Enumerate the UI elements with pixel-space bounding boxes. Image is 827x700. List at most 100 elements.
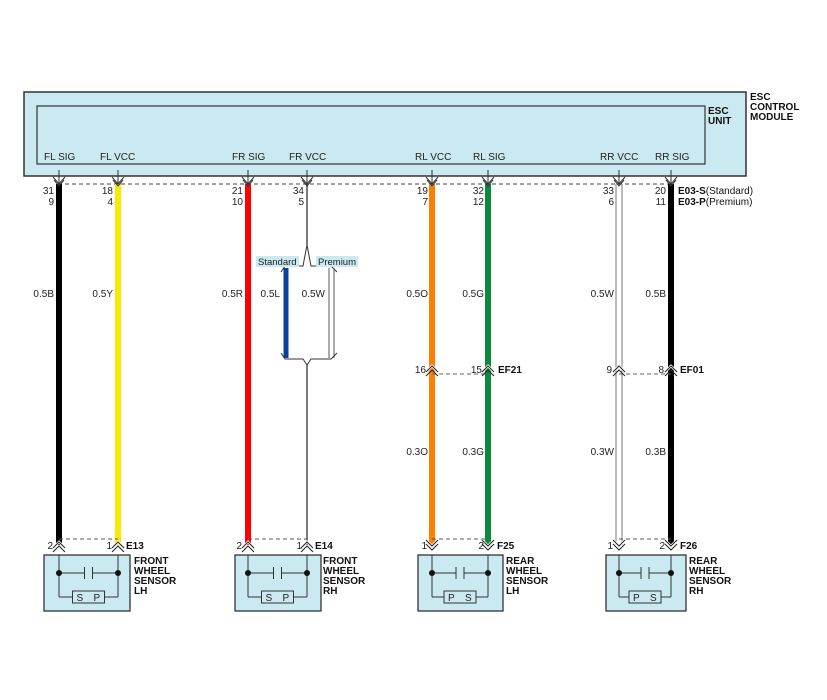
pin-num-prem-fl-sig: 9	[48, 197, 54, 208]
sensor-e13-node-left-icon	[56, 570, 62, 576]
sensor-fl-title-4: LH	[134, 586, 147, 597]
connector-ef21-left-icon	[425, 365, 439, 373]
sensor-rl-title-4: LH	[506, 586, 519, 597]
sensor-e13-terminal-box	[72, 590, 105, 604]
sensor-e13-terminal-right-label: P	[94, 593, 101, 604]
pin-label-fl-sig: FL SIG	[44, 152, 76, 163]
f25-id: F25	[497, 541, 515, 552]
sensor-e13-terminal-left-label: S	[77, 593, 84, 604]
pin-num-prem-fr-vcc: 5	[298, 197, 304, 208]
wire-label-fr-vcc-standard: 0.5L	[261, 289, 281, 300]
premium-tag: Premium	[318, 257, 356, 268]
sensor-f25-terminal-left-label: P	[448, 593, 455, 604]
pin-num-std-fl-sig: 31	[43, 186, 55, 197]
connector-e14-right-icon	[300, 541, 314, 549]
sensor-f26-terminal-left-label: P	[633, 593, 640, 604]
standard-tag-bg	[256, 256, 299, 267]
connector-f25-right-icon-2	[481, 543, 495, 551]
sensor-f25-node-left-icon	[429, 570, 435, 576]
ef21-pin-left: 16	[415, 365, 427, 376]
pin-num-std-fr-sig: 21	[232, 186, 244, 197]
pin-label-rl-vcc: RL VCC	[415, 152, 451, 163]
connector-e03-s-note: (Standard)	[706, 186, 753, 197]
connector-e14-right-icon-2	[300, 545, 314, 553]
connector-e14-left-icon-2	[241, 545, 255, 553]
connector-ef21-left-icon-2	[425, 369, 439, 377]
wire-label-rl-sig-lower: 0.3G	[462, 447, 484, 458]
sensor-fl-title-1: FRONT	[134, 556, 168, 567]
pin-label-fr-vcc: FR VCC	[289, 152, 326, 163]
pin-arrow-fr-vcc-icon-head	[300, 176, 314, 185]
connector-notch-fr-vcc-icon	[301, 179, 313, 187]
connector-notch-fr-sig-icon	[242, 179, 254, 187]
pin-num-prem-rl-vcc: 7	[422, 197, 428, 208]
pin-arrow-rl-vcc-icon-head	[425, 176, 439, 185]
pin-arrow-rr-vcc-icon-head	[612, 176, 626, 185]
sensor-rr-title-2: WHEEL	[689, 566, 725, 577]
connector-notch-rl-vcc-icon	[426, 179, 438, 187]
connector-e14-left-icon	[241, 541, 255, 549]
wire-label-rl-sig-upper: 0.5G	[462, 289, 484, 300]
sensor-rl-title-3: SENSOR	[506, 576, 549, 587]
ef21-pin-right: 15	[471, 365, 483, 376]
ef21-id: EF21	[498, 365, 522, 376]
pin-num-std-rl-vcc: 19	[417, 186, 429, 197]
wire-label-rl-vcc-upper: 0.5O	[406, 289, 428, 300]
connector-f26-right-icon-2	[664, 543, 678, 551]
connector-e03-p-note: (Premium)	[706, 197, 753, 208]
connector-e03-s-id: E03-S(Standard)	[678, 186, 753, 197]
sensor-f26-node-left-icon	[616, 570, 622, 576]
connector-ef01-right-icon	[664, 365, 678, 373]
connector-e03-p-label: E03-P	[678, 197, 706, 208]
connector-notch-rr-sig-icon	[665, 179, 677, 187]
esc-unit-title-2: UNIT	[708, 116, 731, 127]
pin-num-prem-fl-vcc: 4	[107, 197, 113, 208]
wire-label-fl-vcc: 0.5Y	[92, 289, 113, 300]
connector-e13-right-icon	[111, 541, 125, 549]
e14-pin-left: 2	[236, 541, 242, 552]
connector-notch-fl-sig-icon	[53, 179, 65, 187]
sensor-f25-node-right-icon	[485, 570, 491, 576]
sensor-fl-title-2: WHEEL	[134, 566, 170, 577]
esc-unit-title-1: ESC	[708, 106, 729, 117]
pin-num-std-rr-vcc: 33	[603, 186, 615, 197]
ef01-pin-right: 8	[658, 365, 664, 376]
sensor-e14-node-right-icon	[304, 570, 310, 576]
standard-tag: Standard	[258, 257, 297, 268]
e14-pin-right: 1	[296, 541, 302, 552]
wire-label-fr-sig: 0.5R	[222, 289, 243, 300]
e13-pin-right: 1	[106, 541, 112, 552]
wire-label-rr-sig-upper: 0.5B	[645, 289, 666, 300]
connector-e03-s-label: E03-S	[678, 186, 706, 197]
f26-id: F26	[680, 541, 698, 552]
sensor-fr-title-4: RH	[323, 586, 337, 597]
pin-num-std-rl-sig: 32	[473, 186, 485, 197]
sensor-e14-terminal-left-label: S	[266, 593, 273, 604]
pin-arrow-fl-vcc-icon-head	[111, 176, 125, 185]
f25-pin-left: 1	[421, 541, 427, 552]
connector-f26-right-icon	[664, 539, 678, 547]
ef01-id: EF01	[680, 365, 704, 376]
pin-label-fr-sig: FR SIG	[232, 152, 266, 163]
pin-label-rr-sig: RR SIG	[655, 152, 690, 163]
connector-f25-right-icon	[481, 539, 495, 547]
connector-ef21-right-icon-2	[481, 369, 495, 377]
pin-arrow-rr-sig-icon-head	[664, 176, 678, 185]
connector-ef01-left-icon	[612, 365, 626, 373]
pin-label-rr-vcc: RR VCC	[600, 152, 638, 163]
sensor-rl-title-2: WHEEL	[506, 566, 542, 577]
esc-control-module-title-1: ESC	[750, 92, 771, 103]
pin-num-std-rr-sig: 20	[655, 186, 667, 197]
sensor-f26-terminal-box	[628, 590, 662, 604]
f26-pin-left: 1	[607, 541, 613, 552]
pin-num-prem-rl-sig: 12	[473, 197, 485, 208]
sensor-e14-terminal-right-label: P	[283, 593, 290, 604]
e13-id: E13	[126, 541, 144, 552]
wire-label-fr-vcc-premium: 0.5W	[302, 289, 326, 300]
connector-notch-rr-vcc-icon	[613, 179, 625, 187]
sensor-e13-node-right-icon	[115, 570, 121, 576]
sensor-e14-node-left-icon	[245, 570, 251, 576]
pin-label-rl-sig: RL SIG	[473, 152, 506, 163]
wire-label-rr-sig-lower: 0.3B	[645, 447, 666, 458]
